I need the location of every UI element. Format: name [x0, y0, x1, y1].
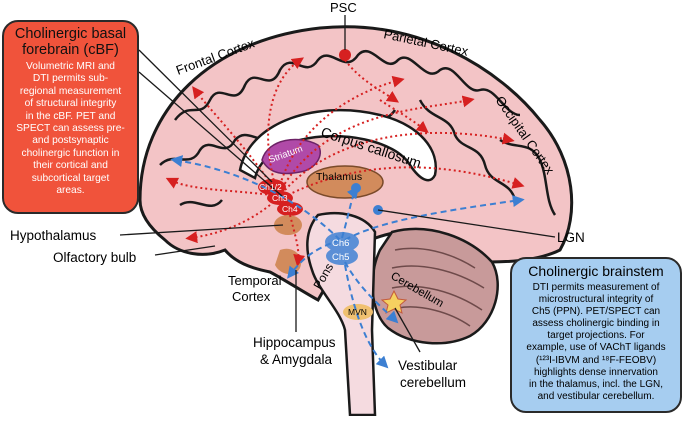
- brainstem-projections: [170, 155, 525, 369]
- brainstem-box-line: target projections. For: [547, 330, 645, 342]
- psc-dot: [339, 49, 351, 61]
- cbf-box-line: subcortical target: [31, 172, 110, 184]
- ch3-label: Ch3: [272, 193, 288, 203]
- brainstem-box-line: assess cholinergic binding in: [532, 318, 660, 330]
- vestibular-star: [380, 289, 408, 314]
- hippocampus-label-2: & Amygdala: [260, 352, 333, 367]
- temporal-cortex-label-1: Temporal: [228, 273, 282, 288]
- mvn-nucleus: [343, 304, 373, 320]
- cbf-ch3-nucleus: [267, 191, 293, 205]
- brainstem-box-line: Ch5 (PPN). PET/SPECT can: [531, 306, 661, 318]
- brainstem-box-line: and vestibular cerebellum.: [537, 390, 655, 402]
- psc-label: PSC: [330, 0, 357, 15]
- brainstem-box-line: example, use of VAChT ligands: [526, 342, 666, 354]
- cerebellum-region: [371, 227, 499, 345]
- cbf-box-line: their cortical and: [33, 160, 108, 172]
- vestibular-label-2: cerebellum: [400, 375, 466, 390]
- brainstem-box-line: in the thalamus, incl. the LGN,: [529, 378, 663, 390]
- brainstem-region: [306, 211, 377, 417]
- ch5-nucleus: [326, 247, 358, 265]
- ch4-label: Ch4: [282, 204, 298, 214]
- cbf-box-line: SPECT can assess pre-: [16, 123, 125, 135]
- thalamus-dot: [351, 183, 361, 193]
- olfactory-bulb-label: Olfactory bulb: [53, 250, 136, 265]
- cbf-box-line: DTI permits sub-: [32, 73, 109, 85]
- cbf-box-line: regional measurement: [19, 85, 122, 97]
- ch5-label: Ch5: [332, 252, 349, 263]
- leader-lines: [119, 15, 556, 353]
- thalamus-region: [306, 165, 384, 199]
- striatum-region: [261, 138, 321, 175]
- brainstem-box-line: microstructural integrity of: [538, 294, 654, 306]
- vestibular-label-1: Vestibular: [398, 358, 458, 373]
- hypothalamus-region: [274, 215, 302, 235]
- cbf-box-line: of structural integrity: [24, 98, 117, 110]
- cbf-box-line: Volumetric MRI and: [26, 61, 115, 72]
- cholinergic-basal-forebrain-box: Cholinergic basal forebrain (cBF) Volume…: [2, 20, 139, 214]
- cbf-box-line: in the cBF. PET and: [25, 110, 116, 122]
- hypothalamus-label: Hypothalamus: [10, 228, 97, 243]
- mvn-label: MVN: [348, 307, 367, 317]
- cbf-box-title-2: forebrain (cBF): [22, 42, 119, 58]
- thalamus-label: Thalamus: [316, 171, 362, 183]
- hippocampus-label-1: Hippocampus: [253, 335, 336, 350]
- brainstem-box-title: Cholinergic brainstem: [528, 263, 664, 279]
- brainstem-box-line: DTI permits measurement of: [532, 282, 660, 293]
- lgn-label: LGN: [557, 230, 585, 245]
- brainstem-box-line: (¹²³I-IBVM and ¹⁸F-FEOBV): [535, 354, 657, 366]
- cbf-box-line: areas.: [56, 185, 85, 197]
- cholinergic-brainstem-box: Cholinergic brainstem DTI permits measur…: [510, 257, 682, 413]
- cbf-box-line: cholinergic function in: [21, 147, 120, 159]
- temporal-cortex-label-2: Cortex: [232, 289, 271, 304]
- ch6-nucleus: [325, 232, 359, 252]
- ch6-label: Ch6: [332, 238, 349, 249]
- brainstem-box-line: highlights dense innervation: [534, 366, 658, 378]
- cbf-box-title-1: Cholinergic basal: [14, 26, 127, 42]
- ch12-label: Ch1/2: [259, 182, 282, 192]
- cbf-box-line: and postsynaptic: [32, 135, 109, 147]
